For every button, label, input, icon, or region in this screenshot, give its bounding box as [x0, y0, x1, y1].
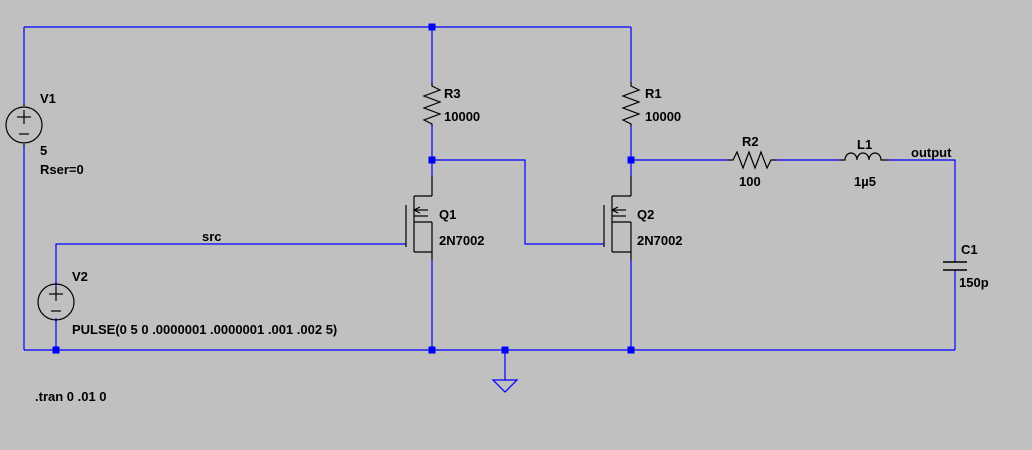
c1-value: 150p — [959, 275, 989, 290]
component-q1[interactable]: Q1 2N7002 — [405, 176, 485, 260]
component-r1[interactable]: R1 10000 — [621, 82, 681, 126]
junction-dot — [627, 156, 635, 164]
nmos-transistor-icon — [603, 176, 632, 260]
capacitor-icon — [943, 261, 967, 271]
wires — [23, 26, 956, 380]
junction-dot — [52, 346, 60, 354]
r3-value: 10000 — [444, 109, 480, 124]
wire-q1-drain-to-q2-gate — [432, 159, 604, 245]
r2-value: 100 — [739, 174, 761, 189]
spice-directive[interactable]: .tran 0 .01 0 — [35, 389, 107, 404]
r1-value: 10000 — [645, 109, 681, 124]
component-c1[interactable]: C1 150p — [943, 242, 989, 290]
component-r3[interactable]: R3 10000 — [422, 82, 480, 126]
junction-dot — [501, 346, 509, 354]
junction-dot — [627, 346, 635, 354]
ground-icon[interactable] — [491, 379, 519, 393]
r1-name: R1 — [645, 86, 662, 101]
r3-name: R3 — [444, 86, 461, 101]
v2-name: V2 — [72, 269, 88, 284]
resistor-icon — [621, 82, 641, 126]
resistor-icon — [422, 82, 442, 126]
l1-name: L1 — [857, 137, 872, 152]
junction-dot — [428, 23, 436, 31]
l1-value: 1µ5 — [854, 174, 876, 189]
net-label-src: src — [202, 229, 222, 244]
voltage-source-icon — [37, 283, 75, 321]
component-l1[interactable]: L1 1µ5 — [839, 137, 889, 189]
wire-src-net — [55, 243, 406, 287]
v1-value: 5 — [40, 143, 47, 158]
q2-value: 2N7002 — [637, 233, 683, 248]
junction-dot — [428, 346, 436, 354]
nmos-transistor-icon — [405, 176, 433, 260]
voltage-source-icon — [5, 104, 43, 146]
q1-name: Q1 — [439, 207, 456, 222]
component-v2[interactable]: V2 PULSE(0 5 0 .0000001 .0000001 .001 .0… — [37, 269, 337, 337]
component-q2[interactable]: Q2 2N7002 — [603, 176, 683, 260]
wire-l1-to-c1 — [889, 159, 956, 262]
r2-name: R2 — [742, 134, 759, 149]
junction-dot — [428, 156, 436, 164]
resistor-icon — [727, 150, 777, 170]
component-v1[interactable]: V1 5 Rser=0 — [5, 91, 84, 177]
v1-name: V1 — [40, 91, 56, 106]
q1-value: 2N7002 — [439, 233, 485, 248]
junctions — [52, 23, 635, 354]
inductor-icon — [839, 152, 889, 161]
component-r2[interactable]: R2 100 — [727, 134, 777, 189]
v1-rser: Rser=0 — [40, 162, 84, 177]
net-label-output: output — [911, 145, 952, 160]
v2-value: PULSE(0 5 0 .0000001 .0000001 .001 .002 … — [72, 322, 337, 337]
q2-name: Q2 — [637, 207, 654, 222]
c1-name: C1 — [961, 242, 978, 257]
